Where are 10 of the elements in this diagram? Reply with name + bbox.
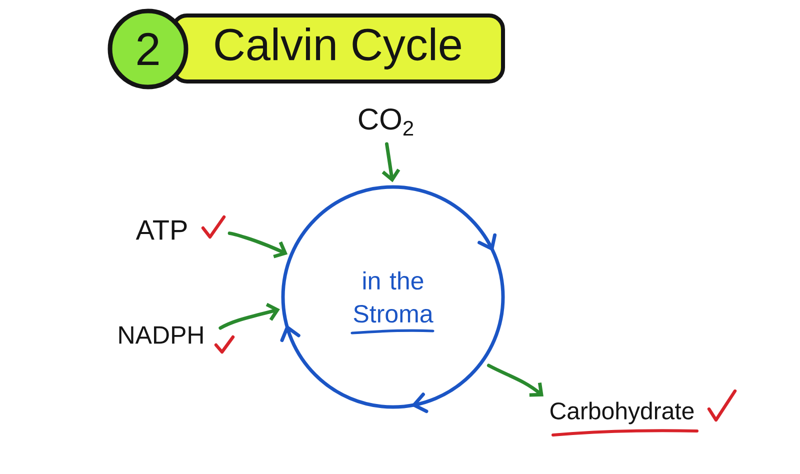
arrow [228,232,288,258]
arrow [486,364,544,397]
title-banner: Calvin Cycle [171,14,505,84]
text-label: NADPH [119,326,203,344]
text-label: CO$_{2}$ [358,108,414,136]
number-badge: 2 [108,8,188,90]
arrow [382,142,400,182]
arrow [218,302,280,330]
text-label: Carbohydrate [550,402,694,424]
text-label: ATP [136,220,187,240]
